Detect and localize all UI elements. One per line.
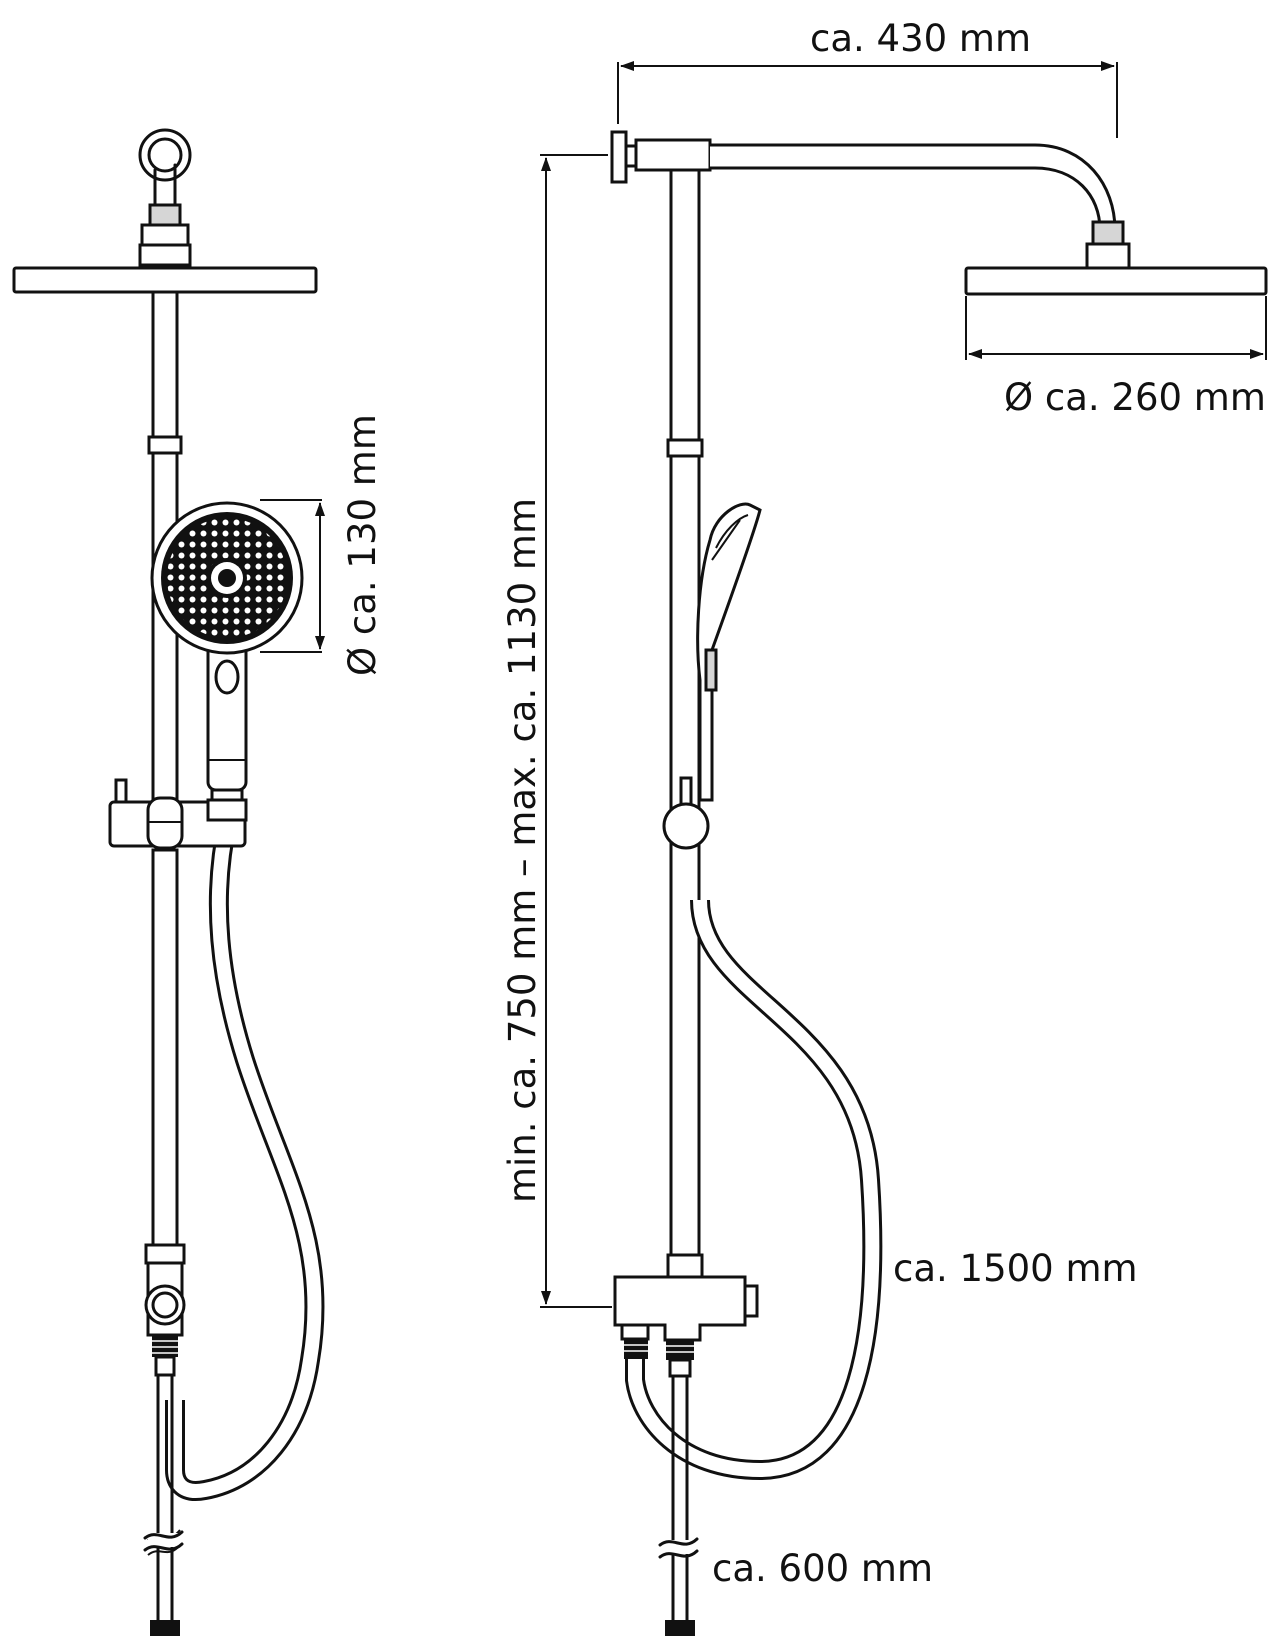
dimension-height-range: [540, 154, 612, 1308]
label-height-range: min. ca. 750 mm – max. ca. 1130 mm: [501, 497, 544, 1203]
side-wall-plate: [610, 130, 628, 184]
label-hose-length: ca. 1500 mm: [893, 1247, 1138, 1290]
label-arm-length: ca. 430 mm: [810, 17, 1032, 60]
front-rail: [147, 290, 183, 1247]
front-slider: [108, 778, 248, 850]
dimension-hand-shower: [260, 499, 325, 653]
label-overhead-diameter: Ø ca. 260 mm: [1004, 376, 1266, 419]
front-thermostat: [144, 1243, 186, 1357]
label-connection-hose-length: ca. 600 mm: [712, 1547, 934, 1590]
dimension-overhead-diameter: [965, 296, 1267, 360]
side-overhead-shower: [964, 220, 1268, 296]
front-connection-hose: [143, 1355, 184, 1636]
front-hand-shower: [150, 501, 304, 806]
front-overhead-shower: [12, 266, 318, 294]
label-hand-shower-diameter: Ø ca. 130 mm: [341, 414, 384, 676]
side-connection-hose: [658, 1358, 699, 1636]
front-view: [12, 128, 325, 1636]
side-shower-hose: [628, 899, 880, 1478]
side-shower-arm: [634, 138, 712, 172]
front-shower-hose: [165, 817, 325, 1501]
front-wall-mount: [138, 128, 192, 267]
side-thermostat: [613, 1253, 759, 1360]
side-hand-shower: [696, 502, 762, 802]
side-rail: [666, 168, 704, 1260]
side-view: [540, 61, 1268, 1636]
side-slider: [662, 776, 710, 850]
dimension-arm-length: [617, 61, 1118, 138]
